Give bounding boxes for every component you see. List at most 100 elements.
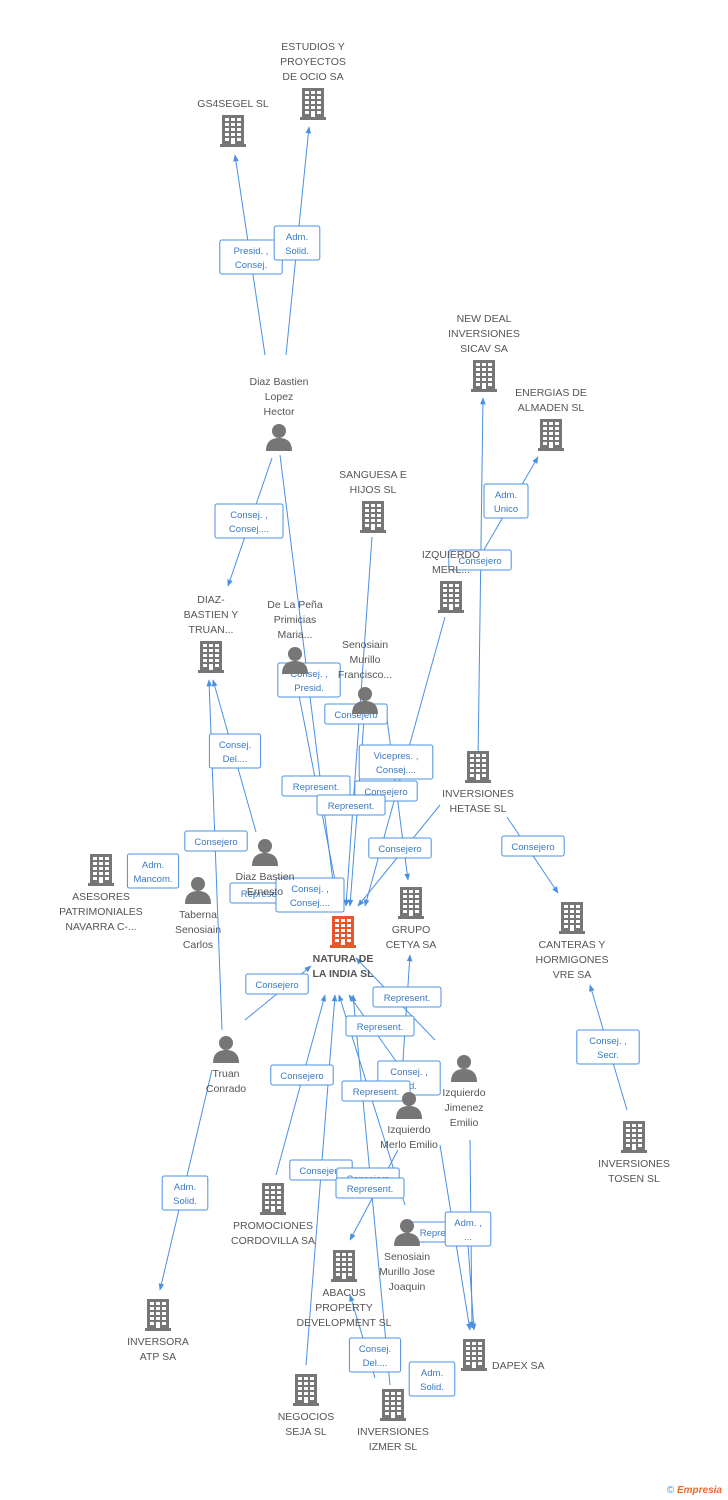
edge-label-e32[interactable]: Consej.Del.... [348,1337,402,1373]
node-dapex[interactable]: DAPEX SA [461,1339,545,1372]
edge-label-e29[interactable]: Represent. [335,1177,405,1199]
edge-label-box [501,835,565,857]
node-label: Diaz Bastien [236,871,295,883]
node-delapena[interactable]: De La PeñaPrimiciasMaria... [267,599,323,674]
edge-label-box [368,837,432,859]
edge-label-text: Del.... [223,754,248,765]
edge-label-text: Consej.... [290,898,330,909]
edge-label-text: Adm. [142,860,164,871]
edge-label-e10[interactable]: Represent. [281,775,351,797]
edge-label-e21[interactable]: Represent. [345,1015,415,1037]
edge-label-text: Consejero [194,837,237,848]
building-icon [621,1121,647,1153]
building-icon [398,887,424,919]
node-label: CETYA SA [386,939,437,951]
node-label: INVERSIONES [442,788,514,800]
brand-logo-text: Empresia [676,1485,722,1496]
edge-label-box [161,1175,209,1211]
edge-label-text: ... [464,1232,472,1243]
edge-label-e4[interactable]: Adm.Unico [483,483,529,519]
edge-label-e8[interactable]: Consej.Del.... [208,733,262,769]
edge-label-text: Consej. , [230,510,268,521]
node-label: Taberna [179,909,217,921]
edge-label-e22[interactable]: Consej. ,Secr. [576,1029,640,1065]
edge-label-box [348,1337,402,1373]
node-label: DEVELOPMENT SL [297,1317,392,1329]
node-label: Truan [212,1068,239,1080]
node-senosiain_fco[interactable]: SenosiainMurilloFrancisco... [338,639,392,714]
edge-label-e16[interactable]: Adm.Mancom. [126,853,180,889]
edge-label-text: Represent. [357,1022,403,1033]
edge-label-e9[interactable]: Vicepres. ,Consej.... [358,744,434,780]
edge-label-e19[interactable]: Consejero [245,973,309,995]
edge-label-e20[interactable]: Represent. [372,986,442,1008]
edge-label-e13[interactable]: Consejero [368,837,432,859]
edge-label-e33[interactable]: Adm.Solid. [408,1361,456,1397]
edge-label-text: Represent. [241,889,287,900]
edge-label-box [281,775,351,797]
edge-label-e14[interactable]: Consejero [501,835,565,857]
node-label: Hector [264,406,295,418]
node-label: De La Peña [267,599,323,611]
node-label: Murillo [350,654,381,666]
node-label: ALMADEN SL [518,402,585,414]
edge-label-e2[interactable]: Adm.Solid. [273,225,321,261]
node-label: PROYECTOS [280,56,346,68]
node-label: Izquierdo [387,1124,430,1136]
node-label: DIAZ- [197,594,225,606]
edge-label-text: Solid. [173,1196,197,1207]
edge-label-text: Consejero [334,710,377,721]
edge-label-box [275,877,345,913]
node-gs4segel[interactable]: GS4SEGEL SL [197,98,269,147]
edge-label-text: Adm. [421,1368,443,1379]
edge-label-e3[interactable]: Consej. ,Consej.... [214,503,284,539]
footer-credit: © Empresia [667,1485,722,1496]
node-izqmerlo_co[interactable]: IZQUIERDOMERL... [422,549,480,613]
node-label: BASTIEN Y [184,609,239,621]
edge-label-e31[interactable]: Adm. ,... [444,1211,492,1247]
edge-label-e25[interactable]: Represent. [341,1080,411,1102]
edge-label-e18[interactable]: Consej. ,Consej.... [275,877,345,913]
edge-label-text: Represent. [347,1184,393,1195]
edge-label-e26[interactable]: Adm.Solid. [161,1175,209,1211]
node-label: TOSEN SL [608,1173,660,1185]
node-label: Merlo Emilio [380,1139,438,1151]
node-label: SANGUESA E [339,469,407,481]
edge-label-text: Secr. [597,1050,619,1061]
node-label: Izquierdo [442,1087,485,1099]
edge-label-e1[interactable]: Presid. ,Consej. [219,239,283,275]
edge-label-e15[interactable]: Consejero [184,830,248,852]
edge-label-e5[interactable]: Consejero [448,549,512,571]
edge-label-box [372,986,442,1008]
edge-label-text: Consej. [235,260,267,271]
building-icon [198,641,224,673]
edge-label-e23[interactable]: Consejero [270,1064,334,1086]
node-label: MERL... [432,564,470,576]
node-diazbastien_truan[interactable]: DIAZ-BASTIEN YTRUAN... [184,594,239,673]
edge-label-e12[interactable]: Represent. [316,794,386,816]
node-label: VRE SA [553,969,592,981]
